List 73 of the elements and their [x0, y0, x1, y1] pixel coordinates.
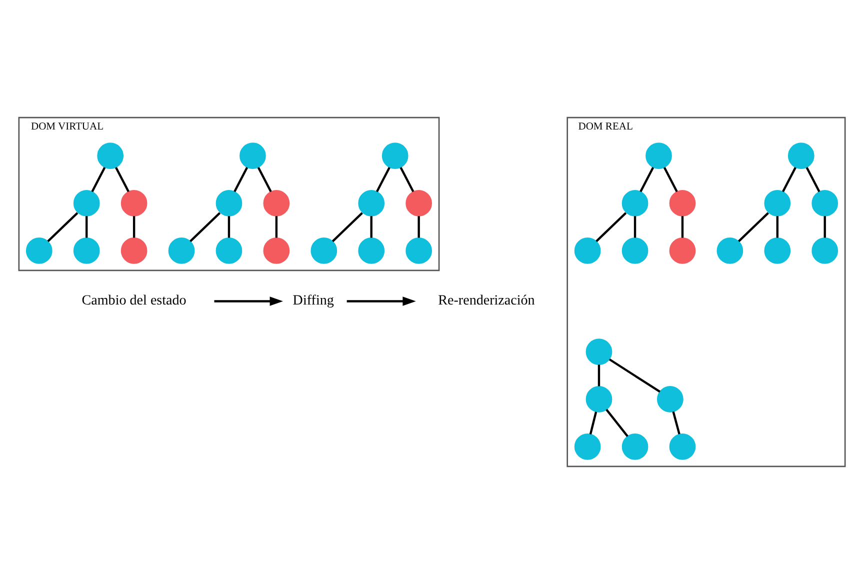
- connector: [400, 166, 414, 192]
- node-circle: [788, 142, 814, 168]
- node-circle: [97, 142, 124, 168]
- node-circle: [73, 237, 100, 264]
- node-circle: [216, 237, 242, 264]
- node-circle: [382, 142, 408, 168]
- connector: [86, 216, 88, 238]
- node-circle: [26, 237, 52, 264]
- node-circle: [73, 190, 100, 216]
- node-circle: [586, 386, 612, 412]
- connector: [824, 216, 826, 238]
- arrow: [346, 296, 416, 306]
- connector: [782, 166, 796, 192]
- node-circle: [406, 190, 432, 216]
- connector: [608, 358, 660, 392]
- node-circle: [358, 237, 385, 264]
- node-circle: [168, 237, 195, 264]
- node-circle: [263, 190, 290, 216]
- node-circle: [216, 190, 242, 216]
- connector: [257, 166, 272, 192]
- node-circle: [812, 237, 838, 264]
- connector: [370, 216, 372, 238]
- connector: [640, 166, 654, 192]
- node-circle: [812, 190, 838, 216]
- connector: [190, 212, 221, 242]
- node-circle: [120, 237, 148, 264]
- node-circle: [586, 338, 612, 364]
- node-text: Diffing: [292, 292, 334, 308]
- node-circle: [120, 190, 148, 216]
- connector: [332, 212, 363, 242]
- node-circle: [669, 237, 696, 264]
- connector: [634, 216, 636, 238]
- connector: [598, 364, 600, 386]
- connector: [672, 410, 680, 434]
- connector: [418, 216, 420, 238]
- node-circle: [646, 142, 672, 168]
- node-circle: [622, 190, 648, 216]
- node-circle: [574, 433, 601, 460]
- connector: [228, 216, 230, 238]
- connector: [596, 212, 627, 242]
- connector: [738, 212, 769, 242]
- node-circle: [716, 237, 744, 264]
- connector: [606, 408, 628, 437]
- node-circle: [622, 433, 648, 460]
- cluster: DOM REAL: [566, 116, 846, 467]
- connector: [589, 411, 598, 434]
- connector: [681, 216, 684, 238]
- connector: [132, 216, 136, 238]
- arrow: [214, 296, 283, 306]
- connector: [806, 166, 820, 192]
- node-text: Re-renderización: [438, 292, 535, 308]
- node-circle: [764, 190, 791, 216]
- node-circle: [764, 237, 791, 264]
- connector: [376, 166, 390, 192]
- node-circle: [656, 386, 684, 412]
- connector: [234, 166, 248, 192]
- node-circle: [310, 237, 338, 264]
- connector: [776, 216, 778, 238]
- connector: [47, 212, 78, 242]
- node-circle: [669, 433, 696, 460]
- cluster: DOM VIRTUAL: [18, 116, 440, 271]
- node-circle: [263, 237, 290, 264]
- node-circle: [574, 237, 601, 264]
- node-circle: [406, 237, 432, 264]
- connector: [114, 166, 130, 192]
- connector: [275, 216, 278, 238]
- connector: [663, 166, 678, 192]
- node-circle: [669, 190, 696, 216]
- node-circle: [622, 237, 648, 264]
- node-circle: [240, 142, 266, 168]
- connector: [91, 166, 106, 192]
- node-text: Cambio del estado: [82, 292, 186, 308]
- node-circle: [358, 190, 385, 216]
